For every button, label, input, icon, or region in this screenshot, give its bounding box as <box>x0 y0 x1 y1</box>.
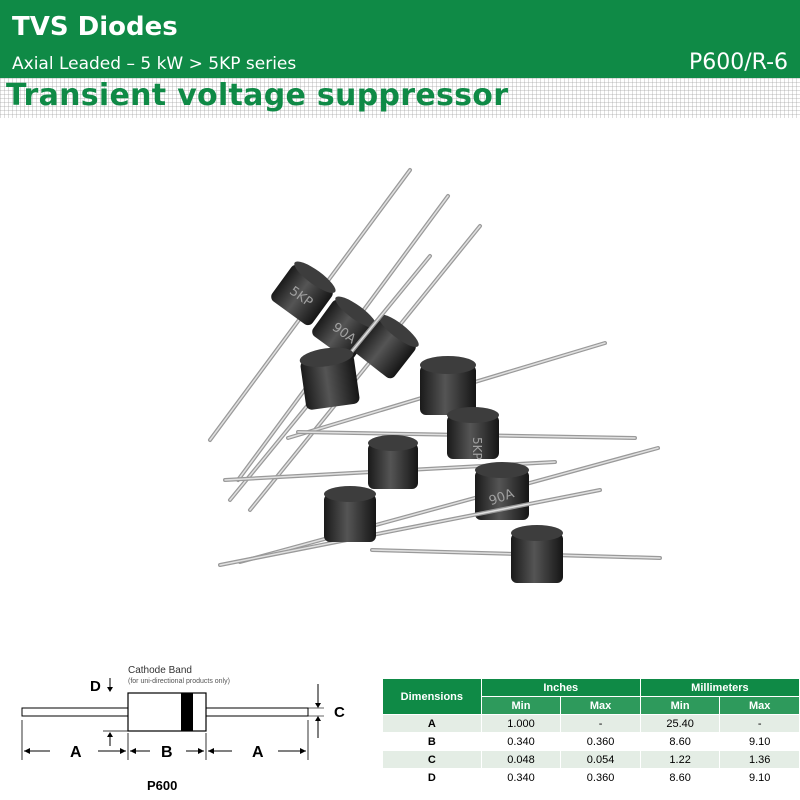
label-a-right: A <box>252 744 264 761</box>
col-in-min: Min <box>480 696 562 715</box>
cell-in-min: 0.340 <box>480 732 562 751</box>
col-millimeters: Millimeters <box>639 678 800 697</box>
diode-body <box>127 692 207 732</box>
cathode-note: (for uni-directional products only) <box>128 678 230 685</box>
row-label: A <box>382 714 482 733</box>
diode-marking: 5KP <box>470 437 484 460</box>
cell-in-min: 0.048 <box>480 750 562 769</box>
cell-in-max: 0.360 <box>560 732 641 751</box>
label-b: B <box>161 744 173 761</box>
cell-mm-max: 9.10 <box>719 768 800 787</box>
col-mm-max: Max <box>719 696 800 715</box>
diode <box>370 525 662 583</box>
table-row: A 1.000 - 25.40 - <box>382 714 800 733</box>
diode: 5KP <box>208 168 412 442</box>
col-inches: Inches <box>480 678 641 697</box>
cell-mm-min: 8.60 <box>639 768 721 787</box>
cell-in-max: - <box>560 714 641 733</box>
row-label: D <box>382 768 482 787</box>
cathode-band-label: Cathode Band <box>128 665 192 676</box>
cathode-band <box>181 693 193 731</box>
package-code: P600/R-6 <box>689 50 788 75</box>
cell-mm-max: - <box>719 714 800 733</box>
dimension-drawing: Cathode Band (for uni-directional produc… <box>21 665 345 793</box>
lead-right <box>205 707 309 717</box>
diode: 90A <box>236 194 450 482</box>
table-row: B 0.340 0.360 8.60 9.10 <box>382 732 800 751</box>
dimensions-table: Dimensions Inches Millimeters Min Max Mi… <box>382 678 800 787</box>
diode: 5KP <box>296 407 637 460</box>
diode <box>218 486 602 567</box>
label-a-left: A <box>70 744 82 761</box>
cell-in-min: 0.340 <box>480 768 562 787</box>
page-subtitle: Axial Leaded – 5 kW > 5KP series <box>12 54 297 74</box>
lead-left <box>21 707 131 717</box>
title-band: Transient voltage suppressor <box>0 78 800 118</box>
label-d: D <box>90 678 101 695</box>
col-mm-min: Min <box>639 696 721 715</box>
diode <box>286 341 607 440</box>
row-label: B <box>382 732 482 751</box>
cell-in-min: 1.000 <box>480 714 562 733</box>
cell-mm-min: 8.60 <box>639 732 721 751</box>
cell-in-max: 0.054 <box>560 750 641 769</box>
table-row: D 0.340 0.360 8.60 9.10 <box>382 768 800 787</box>
cell-mm-max: 1.36 <box>719 750 800 769</box>
diode <box>228 254 432 502</box>
header-bar: TVS Diodes Axial Leaded – 5 kW > 5KP ser… <box>0 0 800 78</box>
col-in-max: Max <box>560 696 641 715</box>
row-label: C <box>382 750 482 769</box>
diode: 90A <box>238 446 660 564</box>
col-dimensions: Dimensions <box>382 678 482 715</box>
cell-in-max: 0.360 <box>560 768 641 787</box>
label-c: C <box>334 704 345 721</box>
cell-mm-min: 25.40 <box>639 714 721 733</box>
cell-mm-max: 9.10 <box>719 732 800 751</box>
product-heading: Transient voltage suppressor <box>6 78 509 113</box>
package-name: P600 <box>147 778 177 793</box>
page-title: TVS Diodes <box>12 12 178 42</box>
cell-mm-min: 1.22 <box>639 750 721 769</box>
table-row: C 0.048 0.054 1.22 1.36 <box>382 750 800 769</box>
diode-photo: 5KP 90A <box>208 168 662 583</box>
